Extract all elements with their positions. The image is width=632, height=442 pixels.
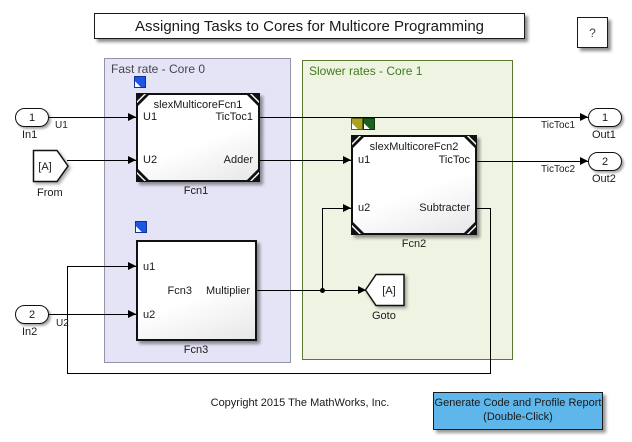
fcn2-port-tictoc: TicToc: [438, 154, 470, 166]
wire-adder-u1[interactable]: [260, 160, 351, 161]
signal-label-tictoc2[interactable]: TicToc2: [541, 164, 576, 175]
fcn3-name: Fcn3: [183, 344, 209, 356]
branch-junction-dot: [320, 288, 325, 293]
wire-branch-u2[interactable]: [322, 208, 351, 209]
from-tag[interactable]: [A]: [32, 149, 70, 183]
outport-out1-label: Out1: [592, 129, 616, 141]
wire-tictoc-out2[interactable]: [477, 161, 588, 162]
arrowhead-icon: [343, 156, 351, 164]
fcn1-port-adder: Adder: [223, 154, 253, 166]
arrowhead-icon: [580, 113, 588, 121]
inport-in2-label: In2: [22, 326, 38, 338]
inport-in1[interactable]: 1: [15, 108, 49, 127]
task-badge-blue-icon: [135, 221, 147, 233]
fcn3-port-multiplier: Multiplier: [205, 285, 250, 297]
generate-report-line1: Generate Code and Profile Report: [434, 397, 602, 410]
from-tag-label: From: [37, 187, 63, 199]
fcn3-port-u1: u1: [143, 261, 156, 273]
outport-out2[interactable]: 2: [588, 152, 622, 171]
wire-feedback-left[interactable]: [67, 266, 68, 374]
copyright-text: Copyright 2015 The MathWorks, Inc.: [210, 397, 390, 409]
area-core1-label: Slower rates - Core 1: [309, 64, 423, 78]
arrowhead-icon: [128, 262, 136, 270]
goto-tag[interactable]: [A]: [364, 273, 406, 307]
fcn2-port-subtracter: Subtracter: [419, 202, 470, 214]
wire-feedback-bottom[interactable]: [67, 373, 491, 374]
goto-tag-label: Goto: [372, 310, 396, 322]
wire-branch-up[interactable]: [322, 208, 323, 290]
wire-feedback-u1[interactable]: [67, 266, 136, 267]
wire-in2-u2[interactable]: [49, 314, 136, 315]
fcn3-port-u2: u2: [143, 309, 156, 321]
wire-feedback-right[interactable]: [490, 208, 491, 374]
fcn3-center-label: Fcn3: [167, 285, 192, 297]
area-core0-label: Fast rate - Core 0: [111, 62, 206, 76]
wire-multiplier-goto[interactable]: [257, 290, 365, 291]
area-slower-rates-core1[interactable]: Slower rates - Core 1: [302, 60, 513, 360]
task-badge-green-icon: [363, 118, 375, 130]
fcn2-name: Fcn2: [401, 238, 427, 250]
arrowhead-icon: [343, 204, 351, 212]
model-ref-corner-icon: [352, 221, 365, 234]
goto-tag-text: [A]: [382, 285, 395, 297]
help-button[interactable]: ?: [577, 17, 608, 48]
arrowhead-icon: [128, 310, 136, 318]
block-fcn3[interactable]: u1 u2 Fcn3 Multiplier: [136, 240, 257, 341]
inport-in1-label: In1: [22, 129, 38, 141]
signal-label-tictoc1[interactable]: TicToc1: [541, 120, 576, 131]
arrowhead-icon: [128, 156, 136, 164]
signal-label-u1[interactable]: U1: [55, 120, 68, 131]
fcn2-port-u1: u1: [358, 154, 371, 166]
block-fcn1[interactable]: slexMulticoreFcn1 U1 U2 TicToc1 Adder: [136, 93, 260, 182]
fcn1-port-u2: U2: [143, 154, 158, 166]
block-fcn2[interactable]: slexMulticoreFcn2 u1 u2 TicToc Subtracte…: [351, 135, 477, 235]
fcn1-port-tictoc1: TicToc1: [215, 111, 254, 123]
fcn1-name: Fcn1: [183, 185, 209, 197]
wire-subtracter-out[interactable]: [477, 208, 491, 209]
task-badge-blue-icon: [134, 76, 146, 88]
fcn1-title: slexMulticoreFcn1: [153, 99, 243, 111]
inport-in2[interactable]: 2: [15, 305, 49, 324]
generate-report-button[interactable]: Generate Code and Profile Report (Double…: [433, 392, 603, 430]
fcn2-title: slexMulticoreFcn2: [369, 141, 459, 153]
arrowhead-icon: [580, 157, 588, 165]
task-badge-olive-icon: [351, 118, 363, 130]
outport-out2-label: Out2: [592, 173, 616, 185]
model-ref-corner-icon: [246, 168, 259, 181]
arrowhead-icon: [128, 113, 136, 121]
model-title: Assigning Tasks to Cores for Multicore P…: [94, 13, 525, 39]
from-tag-text: [A]: [38, 161, 51, 173]
generate-report-line2: (Double-Click): [483, 411, 553, 423]
fcn1-port-u1: U1: [143, 111, 158, 123]
wire-from-u2[interactable]: [67, 160, 136, 161]
model-ref-corner-icon: [463, 221, 476, 234]
wire-tictoc1-out1[interactable]: [260, 117, 588, 118]
signal-label-u2[interactable]: U2: [56, 318, 69, 329]
wire-in1-u1[interactable]: [49, 117, 136, 118]
model-ref-corner-icon: [137, 168, 150, 181]
fcn2-port-u2: u2: [358, 202, 371, 214]
outport-out1[interactable]: 1: [588, 108, 622, 127]
arrowhead-icon: [358, 286, 366, 294]
